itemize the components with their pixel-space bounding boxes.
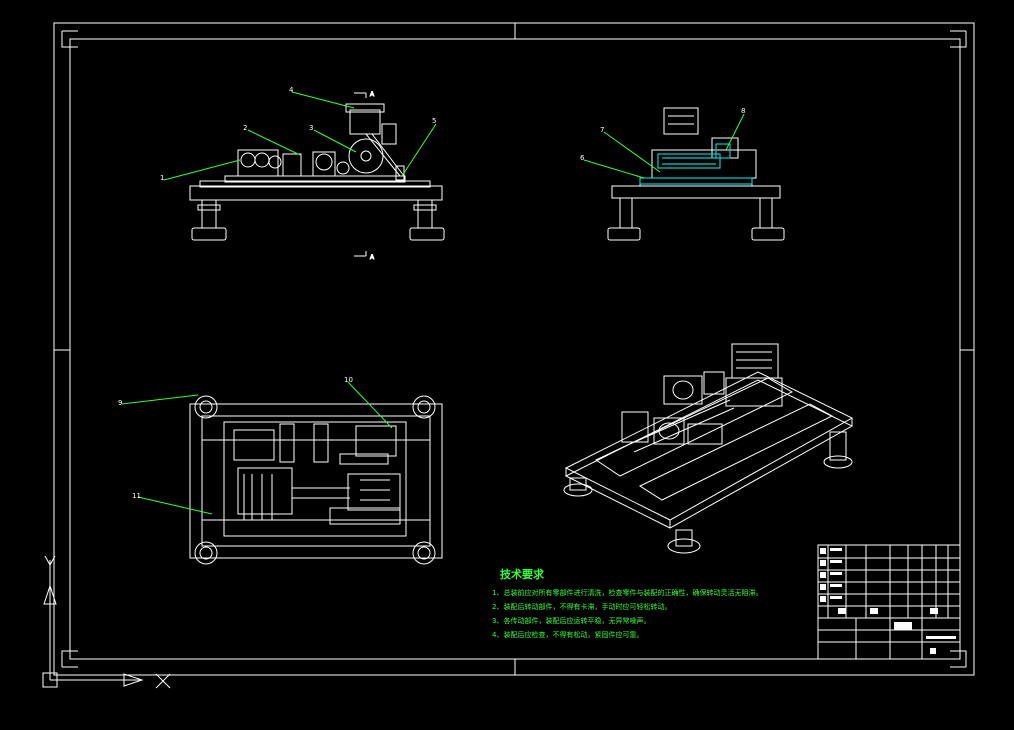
requirement-line: 2、装配后转动部件，不得有卡滞，手动时应可轻松转动。: [492, 603, 672, 611]
callout-6: 6: [580, 154, 585, 162]
callout-7: 7: [600, 126, 604, 134]
requirement-line: 1、总装前应对所有零部件进行清洗，检查零件与装配的正确性，确保转动灵活无阻滞。: [492, 589, 763, 597]
callout-labels: 1 2 3 4 5 6 7 8 9 10 11: [118, 86, 745, 500]
drawing-frame: [53, 22, 975, 676]
svg-text:A: A: [370, 91, 375, 98]
plan-view: [189, 395, 443, 565]
title-block: [817, 544, 961, 660]
svg-text:A: A: [370, 254, 375, 261]
callout-5: 5: [432, 117, 436, 125]
callout-2: 2: [243, 124, 247, 132]
side-view: [607, 107, 785, 241]
callout-9: 9: [118, 399, 122, 407]
technical-requirements: 技术要求 1、总装前应对所有零部件进行清洗，检查零件与装配的正确性，确保转动灵活…: [492, 566, 792, 642]
title-block-fills: [820, 548, 956, 654]
requirement-line: 4、装配后应检查，不得有松动，紧固件应可靠。: [492, 631, 644, 639]
technical-requirements-title: 技术要求: [500, 568, 544, 581]
section-arrows: A A: [354, 91, 376, 262]
callout-8: 8: [741, 107, 745, 115]
isometric-view: [563, 343, 854, 554]
requirement-line: 3、各传动部件，装配后应运转平稳，无异常噪声。: [492, 617, 651, 625]
side-view-highlight: [639, 143, 753, 185]
callout-11: 11: [132, 492, 141, 500]
ucs-icon: [42, 555, 171, 689]
callout-4: 4: [289, 86, 294, 94]
callout-3: 3: [309, 124, 313, 132]
callout-10: 10: [344, 376, 353, 384]
front-view: [189, 103, 445, 241]
leader-lines: [121, 91, 745, 515]
callout-1: 1: [160, 174, 164, 182]
